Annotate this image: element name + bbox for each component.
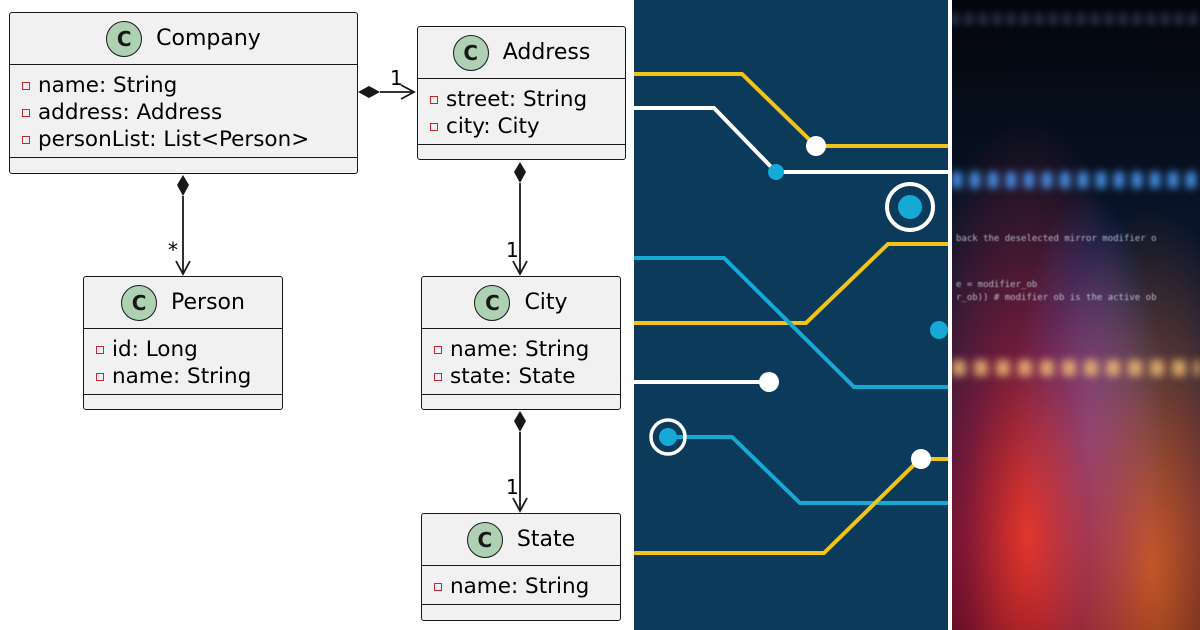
uml-class-diagram: 1 * 1 1 C Company name: String address: …	[9, 12, 626, 621]
bokeh-light-row	[952, 360, 1200, 376]
attribute: street: String	[430, 86, 615, 113]
blurred-code-photo: back the deselected mirror modifier o e …	[952, 0, 1200, 630]
operations-compartment	[422, 395, 620, 407]
private-visibility-icon	[434, 345, 442, 354]
circuit-trace-white	[634, 106, 948, 174]
class-name: City	[524, 290, 568, 315]
circuit-traces	[634, 72, 948, 555]
attribute: id: Long	[96, 336, 272, 363]
class-name: Address	[502, 40, 591, 65]
class-c-icon: C	[466, 521, 503, 558]
private-visibility-icon	[96, 372, 104, 381]
class-header: C Company	[10, 13, 357, 65]
attribute: name: String	[434, 573, 610, 600]
circuit-node	[759, 372, 779, 392]
private-visibility-icon	[22, 108, 30, 117]
class-person[interactable]: C Person id: Long name: String	[83, 276, 283, 410]
operations-compartment	[422, 605, 620, 617]
circuit-ring-node	[885, 182, 935, 232]
operations-compartment	[418, 145, 625, 157]
code-line: r_ob)) # modifier ob is the active ob	[956, 293, 1157, 303]
attribute: city: City	[430, 113, 615, 140]
class-name: Person	[171, 290, 245, 315]
relationship-lines	[175, 84, 528, 513]
multiplicity-city-state: 1	[506, 475, 519, 499]
attribute: name: String	[22, 72, 347, 99]
class-c-icon: C	[474, 284, 511, 321]
circuit-node	[911, 449, 931, 469]
class-header: C State	[422, 514, 620, 566]
private-visibility-icon	[96, 345, 104, 354]
attribute: name: String	[434, 336, 610, 363]
circuit-trace-yellow	[634, 242, 948, 325]
relation-company-person	[175, 175, 191, 276]
relation-company-address	[358, 84, 416, 100]
private-visibility-icon	[22, 81, 30, 90]
private-visibility-icon	[22, 135, 30, 144]
circuit-trace-blue	[634, 256, 948, 389]
class-name: State	[516, 527, 576, 552]
private-visibility-icon	[434, 582, 442, 591]
circuit-board-illustration	[634, 0, 948, 630]
multiplicity-address-city: 1	[506, 238, 519, 262]
class-city[interactable]: C City name: String state: State	[421, 276, 621, 410]
attribute-list: name: String address: Address personList…	[10, 65, 357, 158]
attribute-list: name: String state: State	[422, 329, 620, 395]
multiplicity-company-person: *	[168, 238, 178, 262]
attribute-list: street: String city: City	[418, 79, 625, 145]
circuit-trace-yellow	[634, 457, 948, 555]
class-c-icon: C	[121, 284, 158, 321]
class-name: Company	[156, 26, 261, 51]
circuit-ring-node	[649, 418, 687, 456]
class-c-icon: C	[452, 34, 489, 71]
private-visibility-icon	[430, 122, 438, 131]
relation-address-city	[512, 162, 528, 276]
code-line: back the deselected mirror modifier o	[956, 234, 1157, 244]
operations-compartment	[84, 395, 282, 407]
private-visibility-icon	[430, 95, 438, 104]
class-state[interactable]: C State name: String	[421, 513, 621, 621]
circuit-node	[768, 164, 784, 180]
class-address[interactable]: C Address street: String city: City	[417, 26, 626, 160]
circuit-trace-yellow	[634, 72, 948, 148]
attribute-list: name: String	[422, 566, 620, 605]
bokeh-light-row	[952, 172, 1200, 188]
circuit-node	[898, 195, 922, 219]
attribute: name: String	[96, 363, 272, 390]
circuit-node	[806, 136, 826, 156]
attribute: personList: List<Person>	[22, 126, 347, 153]
class-header: C Address	[418, 27, 625, 79]
multiplicity-company-address: 1	[390, 66, 403, 90]
class-header: C City	[422, 277, 620, 329]
panel-divider	[948, 0, 952, 630]
circuit-node	[659, 428, 677, 446]
circuit-node	[930, 321, 948, 339]
class-header: C Person	[84, 277, 282, 329]
private-visibility-icon	[434, 372, 442, 381]
attribute: address: Address	[22, 99, 347, 126]
attribute: state: State	[434, 363, 610, 390]
operations-compartment	[10, 158, 357, 170]
bokeh-light-row	[952, 14, 1200, 24]
attribute-list: id: Long name: String	[84, 329, 282, 395]
code-line: e = modifier_ob	[956, 280, 1038, 290]
relation-city-state	[512, 411, 528, 513]
class-c-icon: C	[106, 20, 143, 57]
class-company[interactable]: C Company name: String address: Address …	[9, 12, 358, 174]
